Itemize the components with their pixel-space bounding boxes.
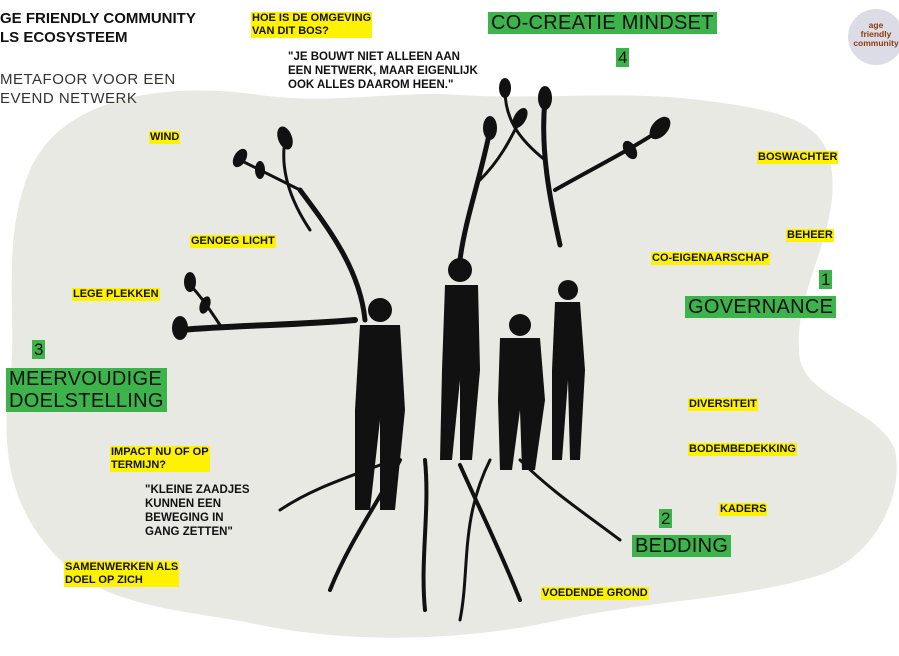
label-co-eigenaarschap: CO-EIGENAARSCHAP bbox=[651, 252, 770, 265]
quote-network: "JE BOUWT NIET ALLEEN AAN EEN NETWERK, M… bbox=[288, 51, 478, 91]
page-title: GE FRIENDLY COMMUNITY LS ECOSYSTEEM bbox=[0, 10, 196, 46]
label-wind: WIND bbox=[149, 131, 181, 144]
theme-1-number: 1 bbox=[819, 270, 833, 289]
label-voedende-grond: VOEDENDE GROND bbox=[541, 587, 649, 600]
quote-seeds: "KLEINE ZAADJES KUNNEN EEN BEWEGING IN G… bbox=[145, 484, 250, 538]
label-bodembedekking: BODEMBEDEKKING bbox=[688, 443, 797, 456]
theme-4-label: CO-CREATIE MINDSET bbox=[488, 12, 717, 34]
label-kaders: KADERS bbox=[719, 503, 768, 516]
label-lege-plekken: LEGE PLEKKEN bbox=[72, 288, 160, 301]
label-impact: IMPACT NU OF OP TERMIJN? bbox=[110, 446, 210, 472]
theme-1-label: GOVERNANCE bbox=[685, 296, 837, 318]
page-subtitle: METAFOOR VOOR EEN EVEND NETWERK bbox=[0, 71, 176, 107]
trees-and-people-illustration bbox=[172, 78, 671, 622]
theme-3-number: 3 bbox=[32, 340, 46, 359]
theme-3-label: MEERVOUDIGE DOELSTELLING bbox=[6, 368, 167, 412]
label-samenwerken: SAMENWERKEN ALS DOEL OP ZICH bbox=[64, 561, 180, 587]
theme-2-label: BEDDING bbox=[632, 535, 732, 557]
logo-text: age friendly community bbox=[853, 20, 899, 48]
label-beheer: BEHEER bbox=[786, 229, 834, 242]
label-omgeving: HOE IS DE OMGEVING VAN DIT BOS? bbox=[251, 12, 373, 38]
label-diversiteit: DIVERSITEIT bbox=[688, 398, 758, 411]
theme-2-number: 2 bbox=[659, 509, 673, 528]
label-genoeg-licht: GENOEG LICHT bbox=[190, 235, 276, 248]
theme-4-number: 4 bbox=[616, 48, 630, 67]
age-friendly-logo: age friendly community bbox=[848, 9, 899, 65]
label-boswachter: BOSWACHTER bbox=[757, 151, 839, 164]
